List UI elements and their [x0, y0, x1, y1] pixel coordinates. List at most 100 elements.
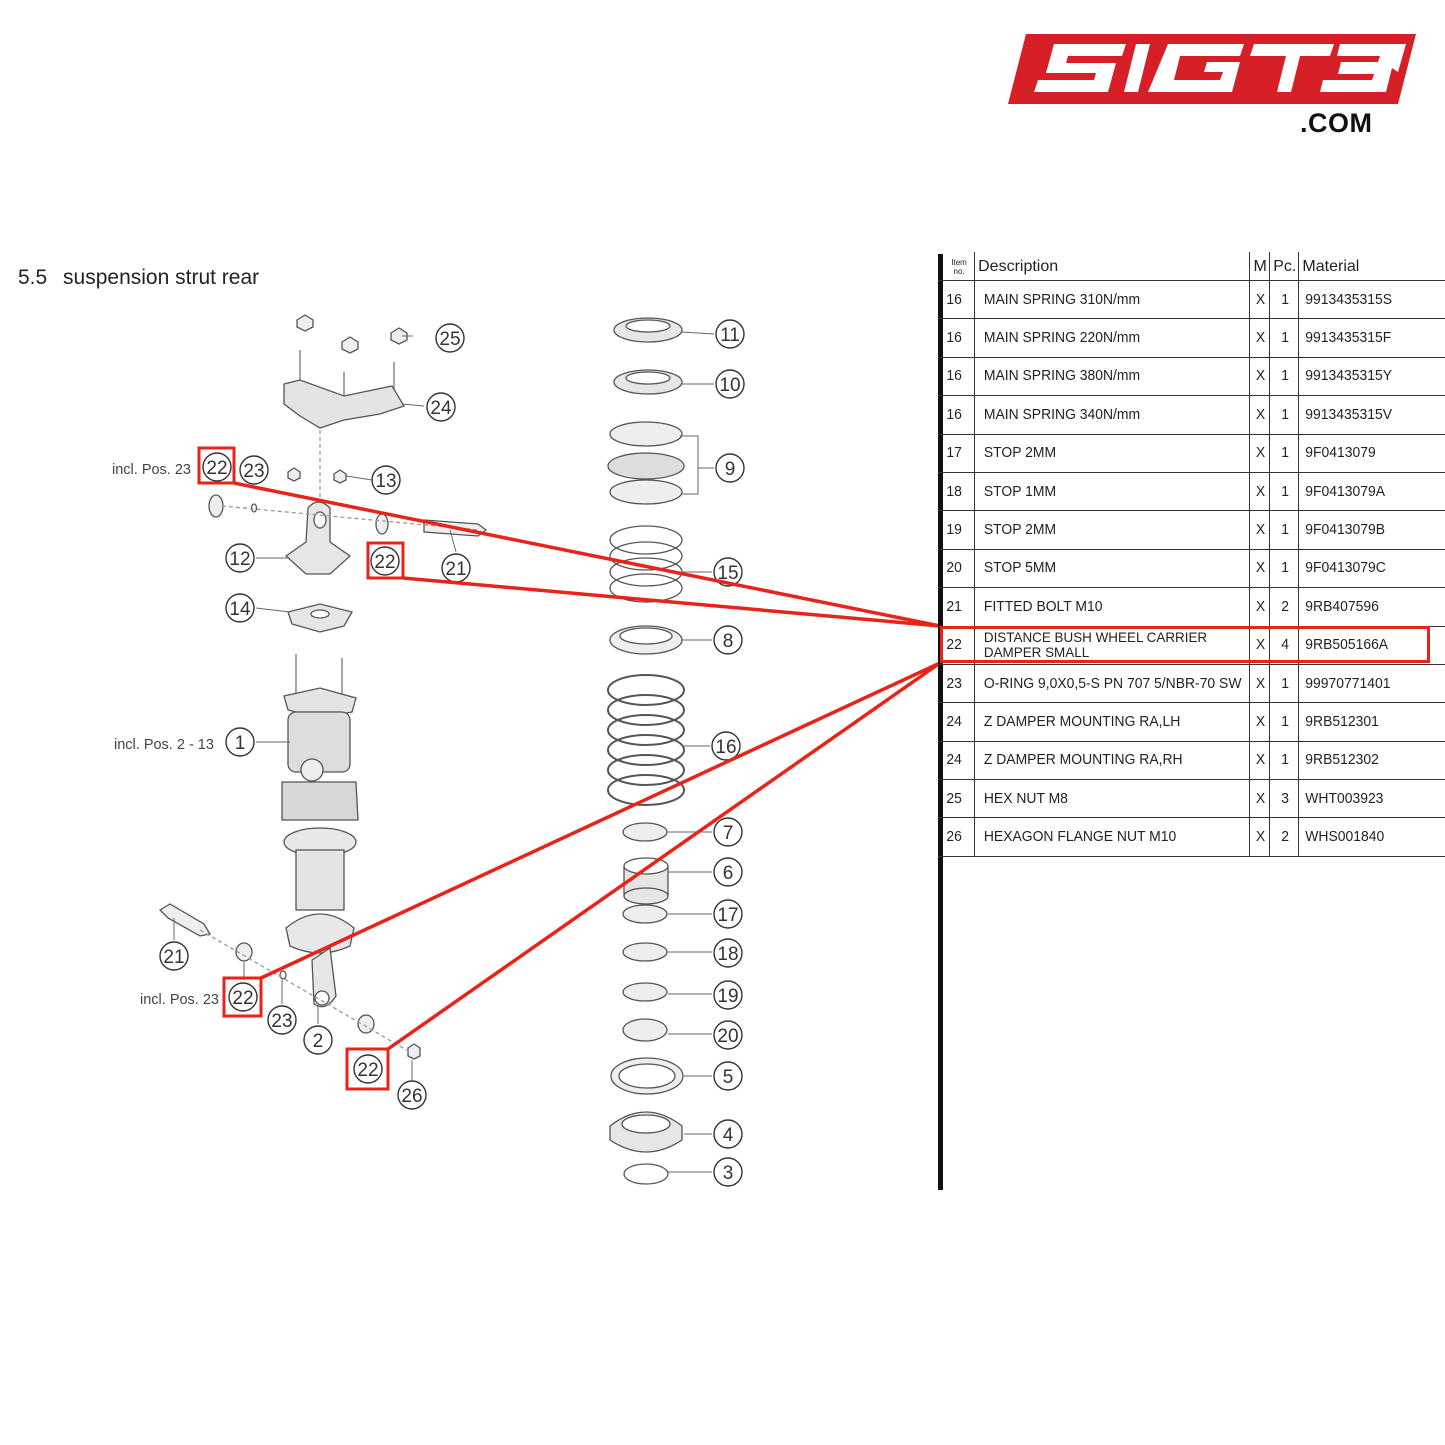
part-collar-11[interactable]: [613, 317, 683, 343]
part-seat-4[interactable]: [609, 1111, 683, 1153]
callout-4[interactable]: 4: [713, 1119, 743, 1149]
callout-10[interactable]: 10: [715, 369, 745, 399]
highlight-box-callout-22[interactable]: [345, 1047, 390, 1091]
part-ring-8[interactable]: [609, 625, 683, 655]
callout-21[interactable]: 21: [441, 553, 471, 583]
part-hex-nut-top[interactable]: [296, 314, 408, 354]
callout-19[interactable]: 19: [713, 980, 743, 1010]
svg-text:14: 14: [229, 599, 251, 620]
include-labels: incl. Pos. 23 incl. Pos. 2 - 13 incl. Po…: [112, 462, 219, 1008]
highlight-box-callout-22[interactable]: [222, 976, 263, 1018]
part-flange-nut[interactable]: [407, 1043, 421, 1060]
callout-6[interactable]: 6: [713, 857, 743, 887]
svg-text:16: 16: [715, 737, 736, 758]
callout-23[interactable]: 23: [267, 1005, 297, 1035]
cell-pc: 1: [1270, 434, 1299, 473]
callout-12[interactable]: 12: [225, 543, 255, 573]
part-o-ring-2[interactable]: [279, 970, 287, 980]
callout-15[interactable]: 15: [713, 557, 743, 587]
svg-text:1: 1: [235, 733, 246, 754]
highlight-box-callout-22[interactable]: [366, 541, 405, 580]
cell-item: 16: [938, 280, 975, 320]
part-ring-5[interactable]: [610, 1057, 684, 1095]
callout-20[interactable]: 20: [713, 1020, 743, 1050]
highlight-connector-lines: [233, 481, 942, 1051]
callout-1[interactable]: 1: [225, 727, 255, 757]
callout-21[interactable]: 21: [159, 941, 189, 971]
callout-7[interactable]: 7: [713, 817, 743, 847]
callout-16[interactable]: 16: [711, 731, 741, 761]
callout-5[interactable]: 5: [713, 1061, 743, 1091]
part-distance-bush-3[interactable]: [235, 942, 253, 962]
part-stop-7[interactable]: [622, 822, 668, 842]
svg-text:18: 18: [717, 944, 738, 965]
header-description: Description: [974, 252, 1251, 281]
cell-item: 21: [938, 587, 975, 627]
callout-26[interactable]: 26: [397, 1080, 427, 1110]
callout-22[interactable]: 22: [370, 546, 400, 576]
part-fitted-bolt-2[interactable]: [158, 903, 212, 937]
part-bearing-9[interactable]: [607, 421, 685, 505]
brand-logo[interactable]: [1008, 34, 1416, 144]
callout-9[interactable]: 9: [715, 453, 745, 483]
callout-17[interactable]: 17: [713, 899, 743, 929]
part-top-mount[interactable]: [284, 501, 352, 575]
part-nut-13a[interactable]: [287, 467, 301, 482]
highlight-box-callout-22[interactable]: [197, 446, 236, 485]
callout-23[interactable]: 23: [239, 455, 269, 485]
cell-pc: 1: [1270, 318, 1299, 358]
callout-25[interactable]: 25: [435, 323, 465, 353]
cell-description: DISTANCE BUSH WHEEL CARRIER DAMPER SMALL: [980, 626, 1245, 665]
part-damper-body[interactable]: [281, 654, 359, 954]
part-stop-20[interactable]: [622, 1018, 668, 1042]
callout-13[interactable]: 13: [371, 465, 401, 495]
callout-18[interactable]: 18: [713, 938, 743, 968]
part-collar-10[interactable]: [613, 369, 683, 395]
callout-14[interactable]: 14: [225, 593, 255, 623]
cell-material: 9F0413079: [1301, 434, 1443, 473]
callout-22[interactable]: 22: [353, 1054, 383, 1084]
callout-22[interactable]: 22: [228, 982, 258, 1012]
cell-item: 18: [938, 472, 975, 512]
callout-2[interactable]: 2: [303, 1025, 333, 1055]
part-nut-13b[interactable]: [333, 469, 347, 484]
part-distance-bush-2[interactable]: [375, 513, 389, 535]
callout-8[interactable]: 8: [713, 625, 743, 655]
part-stop-18[interactable]: [622, 942, 668, 962]
callout-3[interactable]: 3: [713, 1157, 743, 1187]
cell-material: WHT003923: [1301, 779, 1443, 819]
svg-text:3: 3: [723, 1163, 734, 1184]
part-damper-mounting[interactable]: [283, 379, 405, 429]
callout-22[interactable]: 22: [202, 452, 232, 482]
part-o-ring-1[interactable]: [250, 503, 258, 513]
cell-description: STOP 2MM: [980, 434, 1245, 473]
cell-material: 9913435315V: [1301, 395, 1443, 435]
cell-m: X: [1250, 357, 1270, 397]
part-stop-19[interactable]: [622, 982, 668, 1002]
part-spring-15[interactable]: [609, 525, 683, 603]
part-spring-16[interactable]: [607, 674, 685, 806]
part-stop-17[interactable]: [622, 904, 668, 924]
cell-material: 9F0413079C: [1301, 549, 1443, 589]
callout-11[interactable]: 11: [715, 319, 745, 349]
svg-text:19: 19: [717, 986, 738, 1007]
callout-24[interactable]: 24: [426, 392, 456, 422]
svg-text:2: 2: [313, 1031, 324, 1052]
part-distance-bush-1[interactable]: [208, 494, 224, 518]
part-circlip-3[interactable]: [623, 1163, 669, 1185]
